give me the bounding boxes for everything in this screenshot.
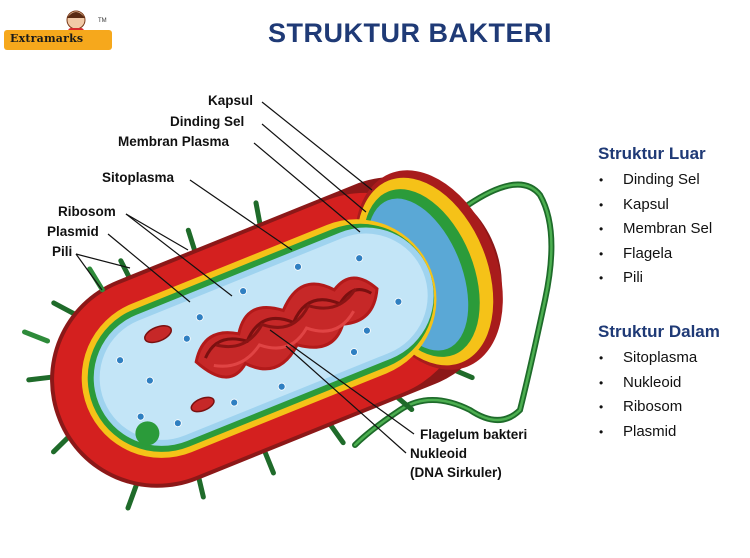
extramarks-logo: Extramarks TM bbox=[4, 6, 114, 54]
leader-lines bbox=[75, 101, 415, 454]
list-item: Membran Sel bbox=[598, 219, 712, 244]
list-item: Plasmid bbox=[598, 422, 720, 447]
struktur-luar-heading: Struktur Luar bbox=[598, 144, 706, 163]
label-sitoplasma: Sitoplasma bbox=[102, 170, 175, 185]
label-kapsul: Kapsul bbox=[208, 93, 254, 108]
list-item: Dinding Sel bbox=[598, 170, 712, 195]
granule bbox=[135, 421, 160, 446]
list-item: Kapsul bbox=[598, 195, 712, 220]
logo-trademark: TM bbox=[98, 18, 107, 24]
list-item: Ribosom bbox=[598, 397, 720, 422]
label-dna-sirkuler: (DNA Sirkuler) bbox=[410, 465, 502, 480]
struktur-luar-list: Dinding Sel Kapsul Membran Sel Flagela P… bbox=[598, 170, 712, 293]
logo-bar bbox=[4, 30, 112, 50]
label-nukleoid: Nukleoid bbox=[410, 446, 468, 461]
list-item: Nukleoid bbox=[598, 373, 720, 398]
struktur-dalam-list: Sitoplasma Nukleoid Ribosom Plasmid bbox=[598, 348, 720, 446]
list-item: Sitoplasma bbox=[598, 348, 720, 373]
struktur-dalam-heading: Struktur Dalam bbox=[598, 322, 720, 341]
label-flagelum: Flagelum bakteri bbox=[420, 427, 528, 442]
list-item: Flagela bbox=[598, 244, 712, 269]
struktur-dalam-section: Struktur Dalam Sitoplasma Nukleoid Ribos… bbox=[598, 322, 720, 446]
plasmid bbox=[144, 325, 215, 413]
label-pili: Pili bbox=[52, 244, 73, 259]
logo-text: Extramarks bbox=[10, 32, 84, 45]
label-dinding-sel: Dinding Sel bbox=[170, 114, 245, 129]
struktur-luar-section: Struktur Luar Dinding Sel Kapsul Membran… bbox=[598, 144, 712, 293]
list-item: Pili bbox=[598, 268, 712, 293]
page-title: STRUKTUR BAKTERI bbox=[268, 18, 552, 48]
ribosomes bbox=[116, 254, 403, 428]
label-membran-plasma: Membran Plasma bbox=[118, 134, 230, 149]
label-ribosom: Ribosom bbox=[58, 204, 116, 219]
label-plasmid: Plasmid bbox=[47, 224, 99, 239]
